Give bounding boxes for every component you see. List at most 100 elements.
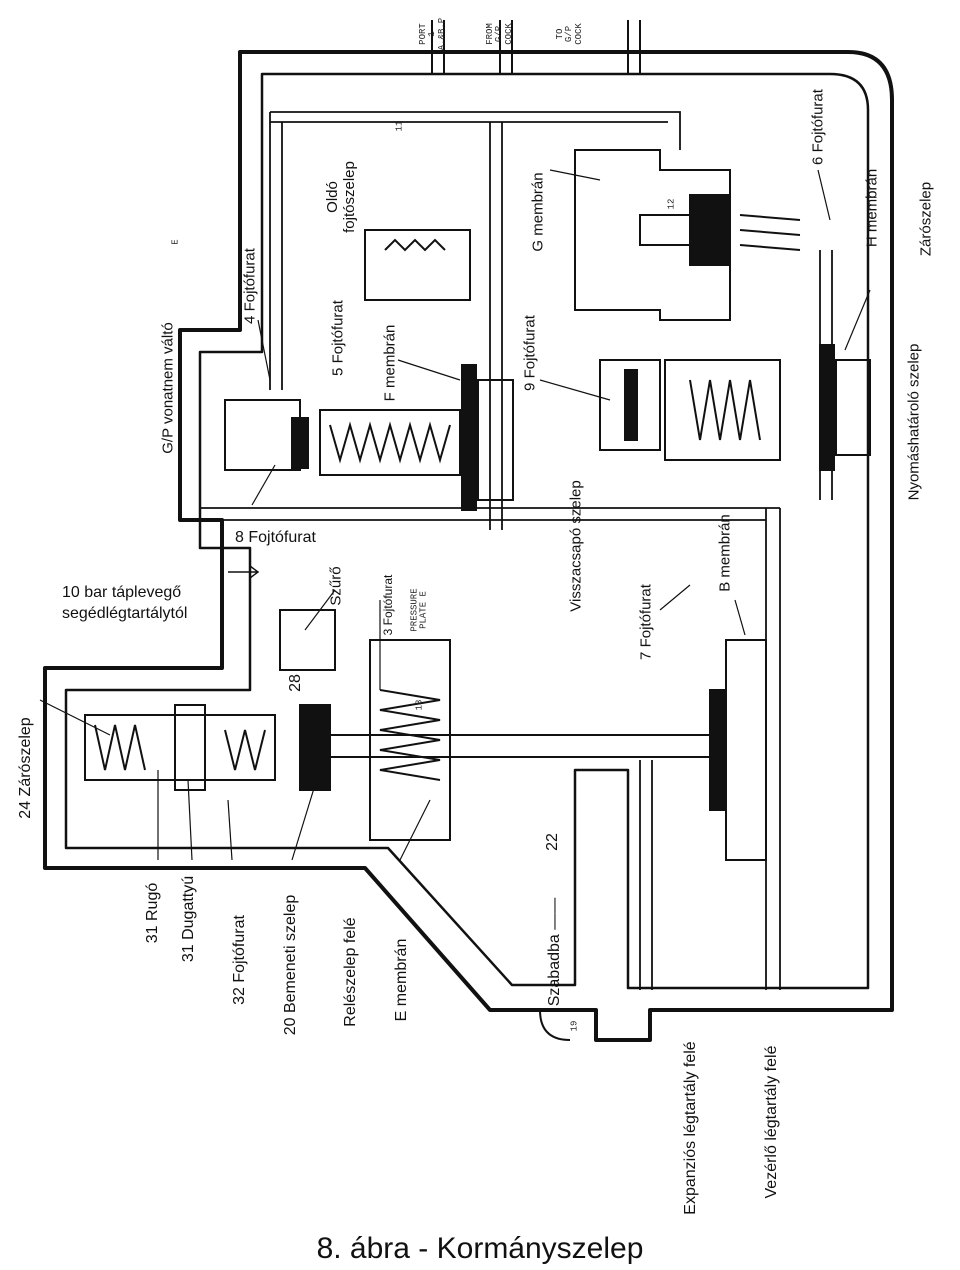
- oldo-fojtoszelep-body: [364, 229, 471, 301]
- f-membrane-plate: [461, 364, 477, 511]
- b-membrane-housing: [725, 639, 767, 861]
- h-membrane-cup: [835, 359, 871, 456]
- passage-left-vertical: [269, 112, 283, 390]
- g-spring: [739, 214, 801, 251]
- leader-zaroszelep-24: [39, 699, 111, 736]
- label-rugo-31: 31 Rugó: [144, 882, 161, 944]
- passage-horizontal-mid: [200, 507, 780, 521]
- stamp-19: 19: [569, 1020, 580, 1032]
- leader-fojtofurat-8: [251, 464, 276, 506]
- label-zaroszelep: Zárószelep: [917, 181, 935, 257]
- label-taplevego-line1: 10 bar táplevegő: [62, 584, 182, 601]
- f-membrane-spring: [329, 421, 451, 464]
- label-22: 22: [544, 833, 561, 851]
- inlet-arrow: [228, 565, 260, 579]
- label-e-membran: E membrán: [393, 938, 410, 1022]
- valve-body-outline: [43, 50, 894, 1042]
- label-fojtofurat-7: 7 Fojtófurat: [637, 584, 655, 660]
- label-szuro: Szűrő: [327, 566, 345, 606]
- f-membrane-spring-housing: [319, 409, 461, 476]
- leader-szuro: [304, 589, 336, 631]
- label-visszacsapo-szelep: Visszacsapó szelep: [567, 480, 585, 612]
- oldo-spring: [384, 238, 446, 252]
- label-vezerlo-legtartaly-fele: Vezérlő légtartály felé: [763, 1045, 780, 1199]
- exhaust-spout: [539, 1009, 571, 1041]
- nyomashatarolo-spring: [689, 379, 761, 441]
- check-valve-body: [599, 359, 661, 451]
- label-gp-vonatnem-valto: G/P vonatnem váltó: [159, 322, 177, 454]
- leader-dugattyu-31: [187, 779, 193, 861]
- label-28: 28: [287, 674, 304, 692]
- spring-31: [94, 724, 146, 771]
- passage-top: [270, 111, 681, 150]
- relief-valve-body: [224, 399, 301, 471]
- nyomashatarolo-housing: [664, 359, 781, 461]
- leader-f-membran: [397, 359, 461, 381]
- label-h-membran: H membrán: [863, 168, 881, 248]
- relief-piston: [291, 417, 309, 469]
- port-pipe-2: [499, 20, 513, 74]
- figure-caption: 8. ábra - Kormányszelep: [316, 1232, 644, 1265]
- stamp-pressure-plate: PRESSURE PLATE E: [409, 588, 429, 632]
- spring-32: [224, 729, 266, 771]
- passage-right-vertical: [765, 508, 781, 990]
- label-zaroszelep-24: 24 Zárószelep: [17, 717, 34, 819]
- leader-h-membran: [844, 289, 871, 351]
- label-expanzios-legtartaly-fele: Expanziós légtartály felé: [682, 1041, 699, 1215]
- leader-fojtofurat-7: [659, 584, 691, 611]
- label-oldo-line2: fojtószelep: [341, 161, 358, 233]
- leader-b-membran: [734, 599, 746, 636]
- label-fojtofurat-3: 3 Fojtófurat: [381, 574, 395, 636]
- input-valve-body: [84, 714, 276, 781]
- port-pipe-3: [627, 20, 641, 74]
- leader-fojtofurat-9: [539, 379, 611, 401]
- g-membrane-piston: [689, 194, 731, 266]
- piston-31: [174, 704, 206, 791]
- label-fojtofurat-8: 8 Fojtófurat: [235, 529, 316, 546]
- label-oldo-line1: Oldó: [323, 181, 341, 213]
- label-b-membran: B membrán: [716, 514, 734, 592]
- check-valve-piston: [624, 369, 638, 441]
- label-taplevego-line2: segédlégtartálytól: [62, 605, 188, 622]
- b-membrane-plate: [709, 689, 725, 811]
- g-membrane-housing: [574, 149, 731, 321]
- label-g-membran: G membrán: [529, 172, 547, 252]
- label-bemeneti-szelep-20: 20 Bemeneti szelep: [282, 894, 299, 1036]
- stamp-e: E: [170, 239, 181, 245]
- label-fojtofurat-6: 6 Fojtófurat: [809, 89, 827, 165]
- main-shaft: [329, 734, 711, 758]
- leader-bemeneti-20: [291, 784, 316, 861]
- g-stem: [639, 214, 691, 246]
- inner-cavity-outline: [64, 72, 870, 990]
- passage-mid-vertical: [489, 122, 503, 530]
- label-fojtofurat-32: 32 Fojtófurat: [231, 915, 248, 1005]
- stamp-port: PORT 1 A.&B.P: [417, 17, 447, 51]
- stamp-to-gp-cock: TO G/P COCK: [554, 23, 584, 45]
- label-releszelep-fele: Relészelep felé: [342, 917, 359, 1027]
- leader-e-membran: [399, 799, 431, 861]
- f-membrane-cup: [477, 379, 514, 501]
- leader-fojtofurat-4: [257, 319, 271, 381]
- h-membrane-plate: [819, 344, 835, 471]
- port-pipe-1: [431, 20, 445, 74]
- stamp-12: 12: [666, 198, 677, 210]
- label-szabadba: Szabadba ——: [546, 897, 563, 1007]
- leader-g-membran: [549, 169, 601, 181]
- filter-body: [279, 609, 336, 671]
- inlet-valve-20: [299, 704, 331, 791]
- leader-fojtofurat-32: [227, 799, 233, 861]
- label-fojtofurat-9: 9 Fojtófurat: [521, 315, 539, 391]
- label-fojtofurat-4: 4 Fojtófurat: [241, 248, 259, 324]
- label-nyomashatarolo-szelep: Nyomáshatároló szelep: [905, 343, 923, 501]
- stamp-from-gp-cock: FROM G/P COCK: [484, 23, 514, 45]
- passage-expansion: [639, 760, 653, 990]
- label-f-membran: F membrán: [381, 324, 399, 402]
- label-dugattyu-31: 31 Dugattyú: [180, 875, 197, 963]
- label-fojtofurat-5: 5 Fojtófurat: [329, 300, 347, 376]
- stamp-18: 18: [414, 699, 425, 711]
- stamp-11: 11: [394, 120, 405, 132]
- leader-fojtofurat-6: [817, 169, 831, 221]
